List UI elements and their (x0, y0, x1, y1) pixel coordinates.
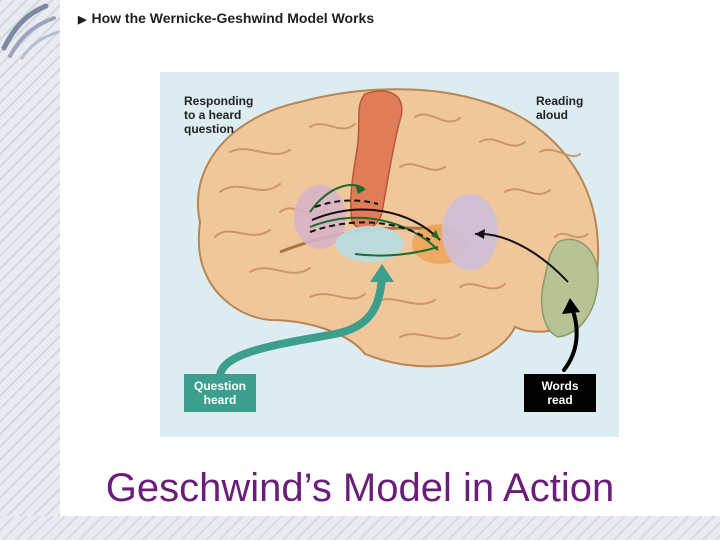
figure-title: ▶ How the Wernicke-Geshwind Model Works (78, 10, 374, 26)
brain-figure: Responding to a heard question Reading a… (160, 72, 619, 437)
question-heard-arrow (216, 273, 386, 381)
triangle-bullet-icon: ▶ (78, 14, 87, 26)
responding-label: Responding to a heard question (184, 94, 254, 136)
brain-diagram (197, 88, 600, 381)
pathway-arrows (309, 184, 569, 283)
figure-title-text: How the Wernicke-Geshwind Model Works (91, 10, 375, 26)
decorative-bottom-strip (0, 516, 720, 540)
question-heard-arrow-head (370, 264, 394, 282)
words-read-arrow-head (562, 298, 580, 314)
auditory-cortex-region (336, 226, 404, 262)
decorative-side-strip (0, 0, 60, 540)
visual-cortex-region (540, 238, 599, 338)
arrow-heads (355, 185, 485, 240)
question-heard-box: Question heard (184, 374, 256, 412)
reading-aloud-label: Reading aloud (536, 94, 584, 122)
words-read-arrow (562, 306, 579, 372)
angular-gyrus-region (442, 194, 498, 270)
swoosh-logo-icon (1, 3, 60, 60)
words-read-box: Words read (524, 374, 596, 412)
slide-caption: Geschwind’s Model in Action (105, 466, 615, 510)
